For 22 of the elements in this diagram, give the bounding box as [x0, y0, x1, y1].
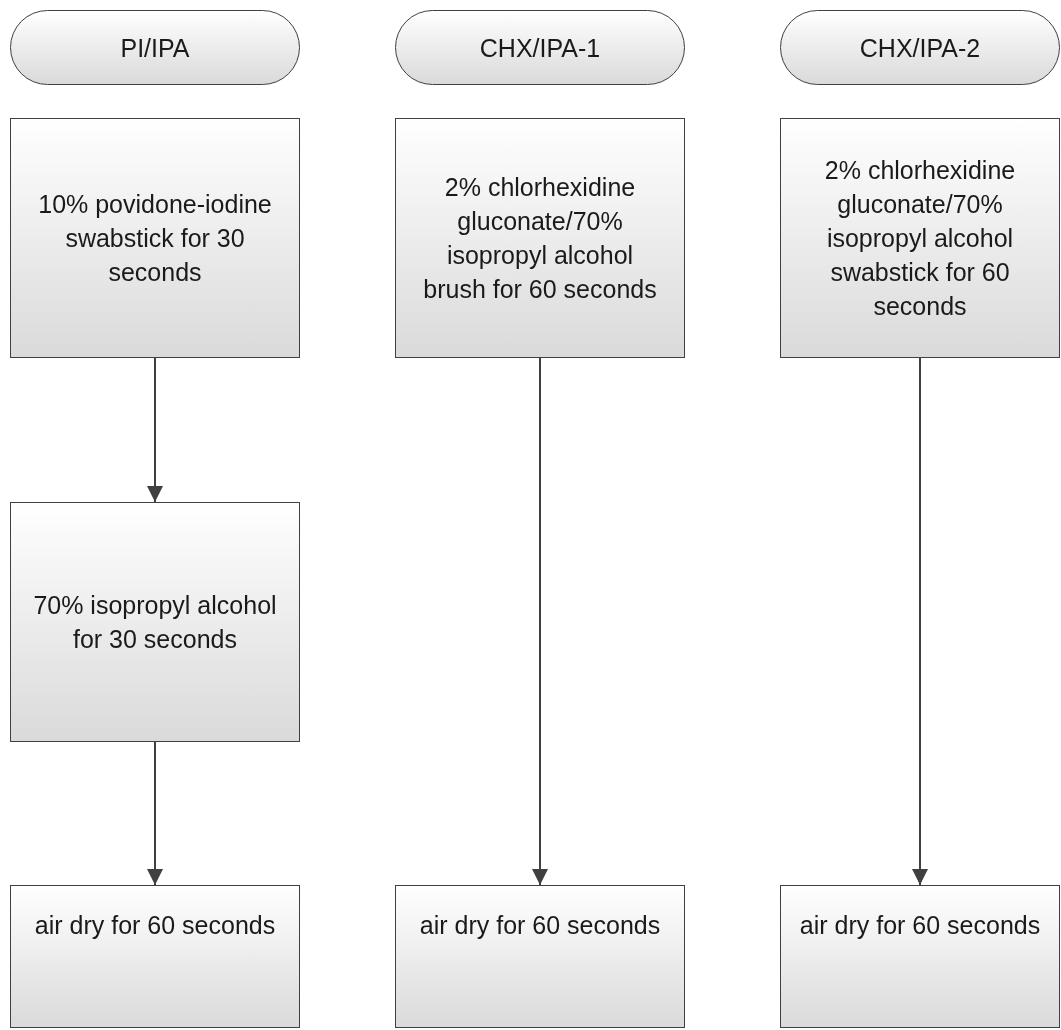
process-box [10, 885, 300, 1028]
node-text: 2% chlorhexidine gluconate/70% isopropyl alcohol swabstick for 60 seconds [823, 155, 1017, 322]
arrow [532, 357, 548, 886]
process-box [780, 118, 1060, 358]
arrow [912, 357, 928, 886]
terminator-shape [780, 10, 1060, 85]
process-box [395, 885, 685, 1028]
arrow [147, 357, 163, 503]
node-text: air dry for 60 seconds [798, 910, 1042, 941]
node-text: 10% povidone-iodine swabstick for 30 seconds [37, 189, 273, 288]
node-text: air dry for 60 seconds [33, 910, 277, 941]
process-box [780, 885, 1060, 1028]
node-text: 70% isopropyl alcohol for 30 seconds [32, 590, 278, 655]
node-text: 2% chlorhexidine gluconate/70% isopropyl alcohol brush for 60 seconds [422, 172, 658, 305]
arrow [147, 741, 163, 886]
node-text: PI/IPA [119, 32, 191, 64]
process-box [10, 502, 300, 742]
node-text: air dry for 60 seconds [418, 910, 662, 941]
process-box [10, 118, 300, 358]
node-text: CHX/IPA-2 [858, 32, 982, 64]
node-text: CHX/IPA-1 [478, 32, 602, 64]
process-box [395, 118, 685, 358]
